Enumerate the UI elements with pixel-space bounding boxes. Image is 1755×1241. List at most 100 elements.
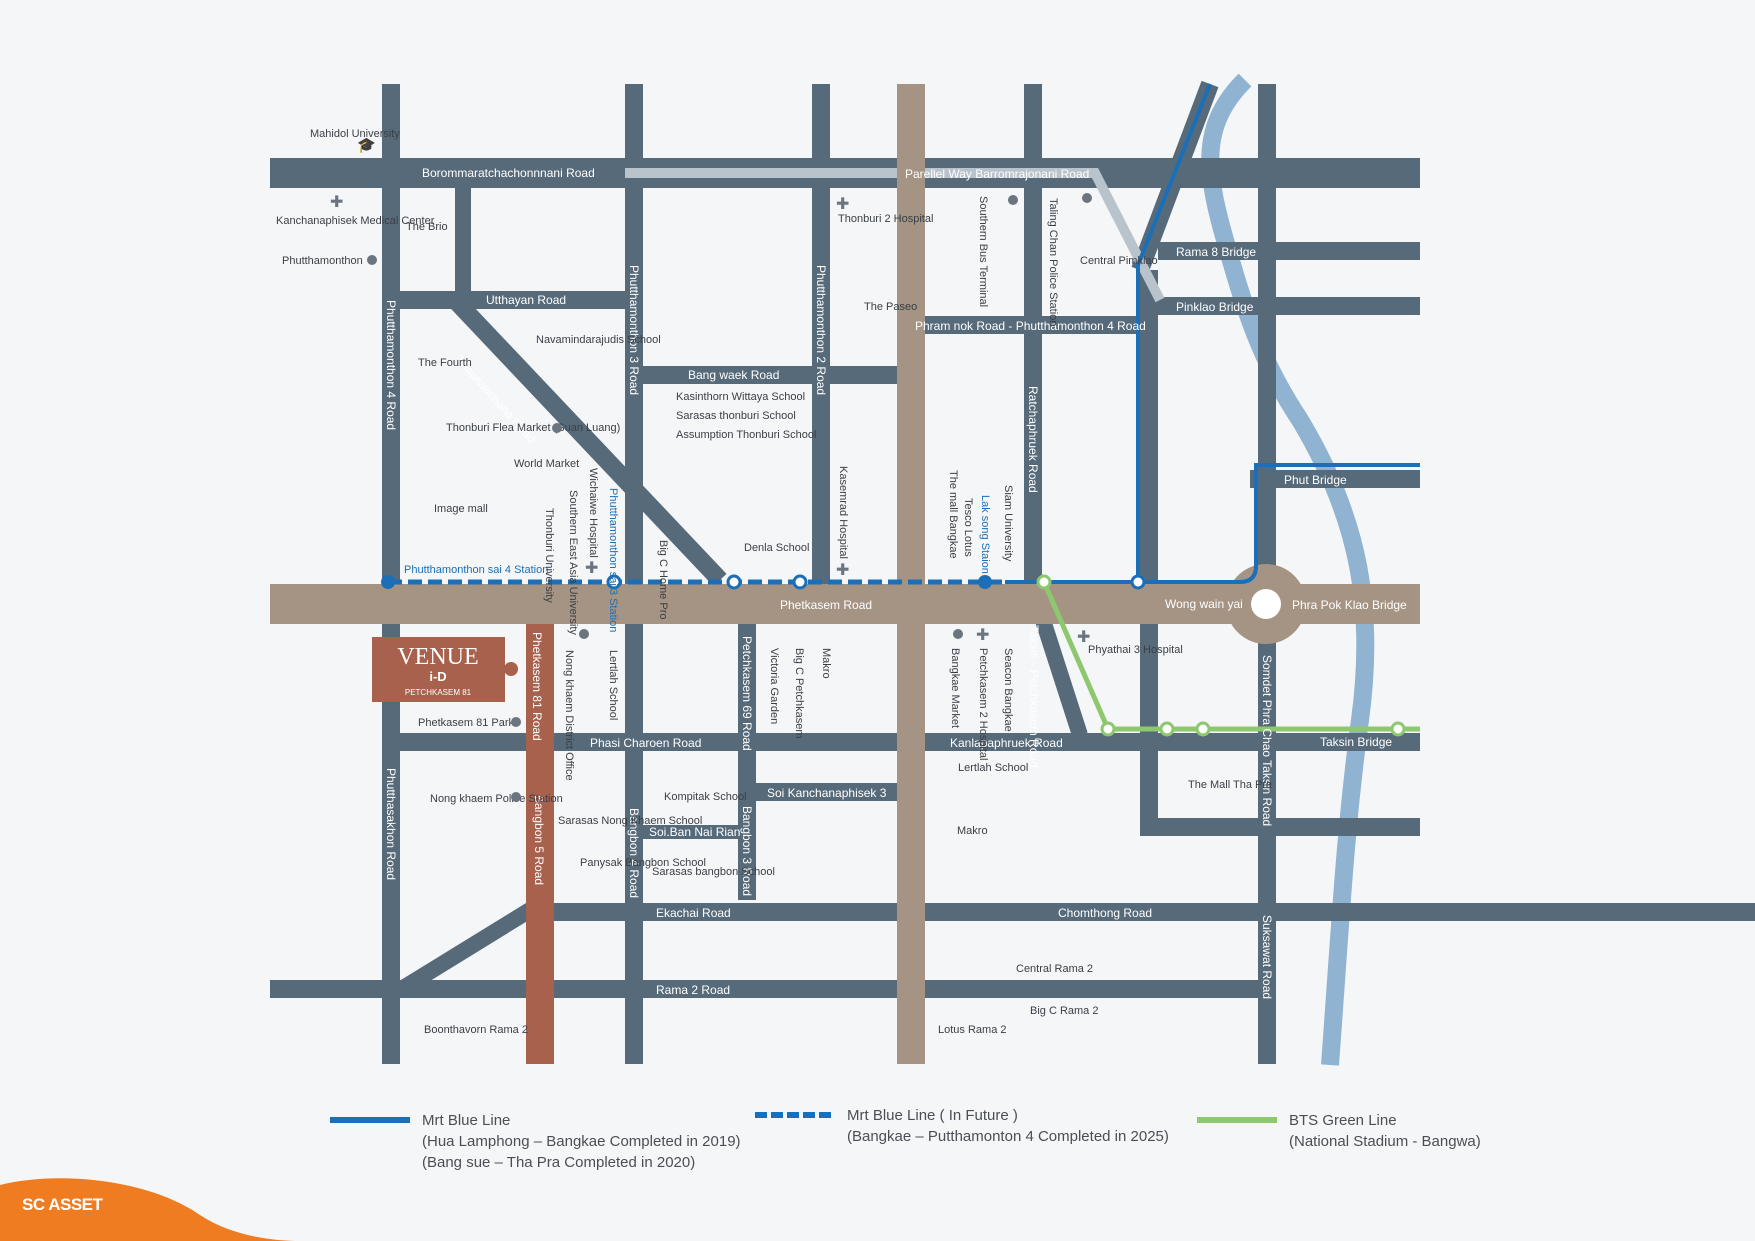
place-seacon: Seacon Bangkae: [1002, 648, 1014, 732]
place-kasemrad: Kasemrad Hospital: [837, 466, 849, 559]
place-big-c-homepro: Big C Home Pro: [657, 540, 669, 619]
place-wichaiwe: Wichaiwe Hospital: [587, 468, 599, 558]
place-kasinthorn: Kasinthorn Wittaya School: [676, 391, 805, 403]
place-the-brio: The Brio: [406, 221, 448, 233]
place-tesco: Tesco Lotus: [962, 498, 974, 557]
label-pinklao: Pinklao Bridge: [1176, 300, 1254, 314]
landmark-dot-icon: [367, 255, 377, 265]
label-petchkasem81: Phetkasem 81 Road: [530, 632, 544, 741]
label-phra-pok-klao: Phra Pok Klao Bridge: [1292, 598, 1407, 612]
place-sarasas-bangbon: Sarasas bangbon School: [652, 866, 775, 878]
station-bangwa[interactable]: [1036, 574, 1052, 590]
station-blue-interchange[interactable]: [1130, 574, 1146, 590]
landmark-dot-icon: [552, 423, 562, 433]
bts-green-swatch: [1197, 1117, 1277, 1123]
place-the-paseo: The Paseo: [864, 301, 917, 313]
place-makro2: Makro: [957, 825, 988, 837]
stations: [381, 574, 1406, 737]
place-mall-thapra: The Mall Tha Pra: [1188, 779, 1273, 791]
landmark-dot-icon: [953, 629, 963, 639]
venue-name: VENUE: [397, 644, 478, 670]
label-petchkasem69: Petchkasem 69 Road: [740, 636, 754, 751]
place-image-mall: Image mall: [434, 503, 488, 515]
place-phyathai3: Phyathai 3 Hospital: [1088, 644, 1183, 656]
landmark-dot-icon: [1082, 193, 1092, 203]
label-phutthasakhon: Phutthasakhon Road: [384, 768, 398, 880]
place-thonburi-univ: Thonburi University: [543, 508, 555, 603]
legend-mrt-blue-line1: (Hua Lamphong – Bangkae Completed in 201…: [422, 1133, 741, 1150]
place-phutthamonthon: Phutthamonthon: [282, 255, 363, 267]
hospital-cross-icon: ✚: [585, 560, 598, 577]
label-chomthong: Chomthong Road: [1058, 906, 1152, 920]
place-lotus-rama2: Lotus Rama 2: [938, 1024, 1006, 1036]
legend-mrt-blue-title: Mrt Blue Line: [422, 1112, 511, 1129]
label-rama8: Rama 8 Bridge: [1176, 245, 1256, 259]
place-siam-univ: Siam University: [1002, 485, 1014, 562]
station-mrt2[interactable]: [792, 574, 808, 590]
label-suksawat: Suksawat Road: [1260, 915, 1274, 999]
place-bangkae-market: Bangkae Market: [949, 648, 961, 728]
place-phetkasem81-park: Phetkasem 81 Park: [418, 717, 514, 729]
label-kanlapaphruek: Kanlapaphruek Road: [950, 736, 1063, 750]
place-sarasas-thonburi: Sarasas thonburi School: [676, 410, 796, 422]
legend-bts-green-title: BTS Green Line: [1289, 1112, 1397, 1129]
places-vertical: Thonburi University Southern East Asia U…: [543, 196, 1059, 781]
hospital-cross-icon: ✚: [1077, 629, 1090, 646]
hospital-cross-icon: ✚: [836, 196, 849, 213]
landmark-dot-icon: [579, 629, 589, 639]
brand-logo: SC ASSET: [22, 1195, 103, 1214]
mrt-blue-swatch: [330, 1117, 410, 1123]
label-somdet: Somdet Phra Chao Taksin Road: [1260, 655, 1274, 826]
place-kompitak: Kompitak School: [664, 791, 747, 803]
place-southeast-asia-univ: Southern East Asia University: [567, 490, 579, 635]
venue-marker[interactable]: VENUE i-D PETCHKASEM 81: [372, 637, 518, 702]
place-central-pinklao: Central Pimklao: [1080, 255, 1158, 267]
place-thonburi2: Thonburi 2 Hospital: [838, 213, 933, 225]
road-ratchaphruek-main: [897, 84, 925, 1064]
place-the-fourth: The Fourth: [418, 357, 472, 369]
place-sarasas-nongkhaem: Sarasas Nong Khaem School: [558, 815, 702, 827]
place-nong-khaem-police: Nong khaem Police Station: [430, 793, 563, 805]
road-thawiwatthana: [448, 293, 727, 587]
legend-bts-green-line1: (National Stadium - Bangwa): [1289, 1133, 1481, 1150]
place-central-rama2: Central Rama 2: [1016, 963, 1093, 975]
legend-mrt-blue-line2: (Bang sue – Tha Pra Completed in 2020): [422, 1154, 696, 1171]
place-petch2-hosp: Petchkasem 2 Hospital: [977, 648, 989, 761]
place-taling-chan: Taling Chan Police Station: [1047, 198, 1059, 326]
place-assumption: Assumption Thonburi School: [676, 429, 816, 441]
label-phutthamonthon4: Phutthamonthon 4 Road: [384, 300, 398, 430]
place-lertlah1: Lertlah School: [607, 650, 619, 720]
label-bangbon3: Bangbon 3 Road: [740, 806, 754, 896]
label-bangbon5: Bangbon 5 Road: [532, 795, 546, 885]
label-taksin-bridge: Taksin Bridge: [1320, 735, 1392, 749]
label-station-lak-song: Lak song Staion: [979, 495, 991, 574]
venue-sub: i-D: [429, 669, 446, 684]
venue-location: PETCHKASEM 81: [405, 688, 472, 697]
road-bangbon5: [526, 624, 554, 1064]
station-mrt[interactable]: [726, 574, 742, 590]
label-utthayan: Utthayan Road: [486, 293, 566, 307]
place-mall-bangkae: The mall Bangkae: [947, 470, 959, 559]
parallel-way: [625, 168, 1165, 303]
station-sai3[interactable]: [606, 574, 622, 590]
place-panyasak: Panysak Bangbon School: [580, 857, 706, 869]
place-thonburi-flea: Thonburi Flea Market (Suan Luang): [446, 422, 620, 434]
label-phutthamonthon2: Phutthamonthon 2 Road: [814, 265, 828, 395]
station-lak-song[interactable]: [978, 575, 992, 589]
place-southern-bus: Southern Bus Terminal: [977, 196, 989, 307]
legend-mrt-future-line1: (Bangkae – Putthamonton 4 Completed in 2…: [847, 1128, 1169, 1145]
place-big-c-petch: Big C Petchkasem: [793, 648, 805, 738]
hospital-cross-icon: ✚: [976, 627, 989, 644]
horizontal-roads: [270, 158, 1755, 998]
label-bang-waek: Bang waek Road: [688, 368, 779, 382]
station-sai4[interactable]: [381, 575, 395, 589]
road-phutthasakhon-diag: [395, 903, 535, 997]
label-parallel: Parellel Way Barromrajonani Road: [905, 167, 1089, 181]
place-big-c-rama2: Big C Rama 2: [1030, 1005, 1098, 1017]
label-phut: Phut Bridge: [1284, 473, 1347, 487]
landmark-dot-icon: [511, 792, 521, 802]
legend-mrt-future-title: Mrt Blue Line ( In Future ): [847, 1107, 1018, 1124]
label-phram-nok: Phram nok Road - Phutthamonthon 4 Road: [915, 319, 1146, 333]
label-taksin-petchkasem: Taksin - Petchkasem Road: [1027, 625, 1041, 768]
